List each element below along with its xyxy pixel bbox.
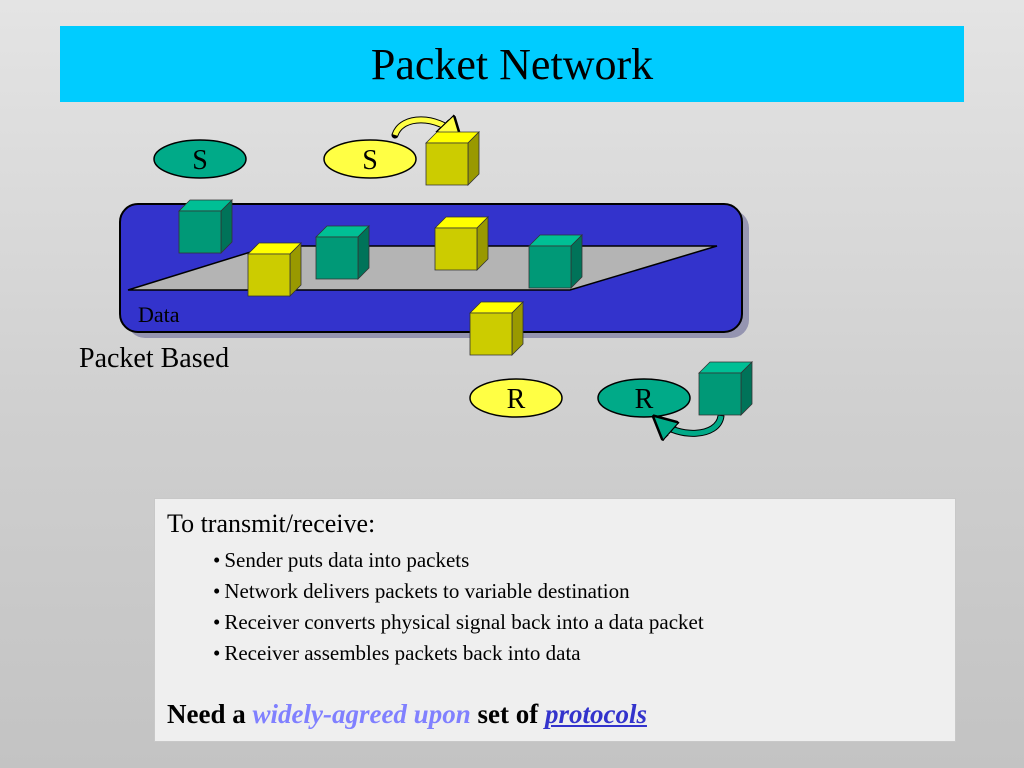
packet-based-caption: Packet Based [79, 343, 230, 374]
receiver-node-a-label: R [507, 384, 526, 415]
receiver-node-b: R [597, 378, 691, 418]
protocols-link[interactable]: protocols [544, 699, 647, 729]
packet-cube [528, 234, 583, 289]
protocol-conclusion: Need a widely-agreed upon set of protoco… [167, 699, 647, 730]
info-bullet-list: •Sender puts data into packets •Network … [167, 545, 943, 669]
sender-node-b: S [323, 139, 417, 179]
bullet-text: Network delivers packets to variable des… [224, 579, 630, 603]
bullet-icon: • [213, 641, 221, 665]
sender-node-a-label: S [192, 145, 208, 176]
sender-node-b-label: S [362, 145, 378, 176]
bullet-text: Receiver converts physical signal back i… [224, 610, 704, 634]
bullet-icon: • [213, 579, 221, 603]
packet-cube [247, 242, 302, 297]
list-item: •Receiver converts physical signal back … [213, 607, 943, 638]
title-bar: Packet Network [60, 26, 964, 102]
info-box: To transmit/receive: •Sender puts data i… [154, 498, 956, 742]
packet-cube [469, 301, 524, 356]
receiver-node-b-label: R [635, 384, 654, 415]
bullet-icon: • [213, 610, 221, 634]
bullet-icon: • [213, 548, 221, 572]
conclusion-middle: set of [477, 699, 539, 729]
bullet-text: Sender puts data into packets [224, 548, 470, 572]
conclusion-emphasis: widely-agreed upon [252, 699, 471, 729]
network-data-label: Data [138, 302, 180, 327]
list-item: •Receiver assembles packets back into da… [213, 638, 943, 669]
packet-cube [178, 199, 233, 254]
conclusion-prefix: Need a [167, 699, 246, 729]
page-title: Packet Network [370, 39, 654, 89]
packet-cube [315, 225, 370, 280]
sender-node-a: S [153, 139, 247, 179]
packet-cube-sent [425, 131, 480, 186]
receiver-node-a: R [469, 378, 563, 418]
info-heading: To transmit/receive: [167, 509, 376, 538]
packet-cube-received [698, 361, 753, 416]
bullet-text: Receiver assembles packets back into dat… [224, 641, 581, 665]
list-item: •Network delivers packets to variable de… [213, 576, 943, 607]
packet-cube [434, 216, 489, 271]
list-item: •Sender puts data into packets [213, 545, 943, 576]
